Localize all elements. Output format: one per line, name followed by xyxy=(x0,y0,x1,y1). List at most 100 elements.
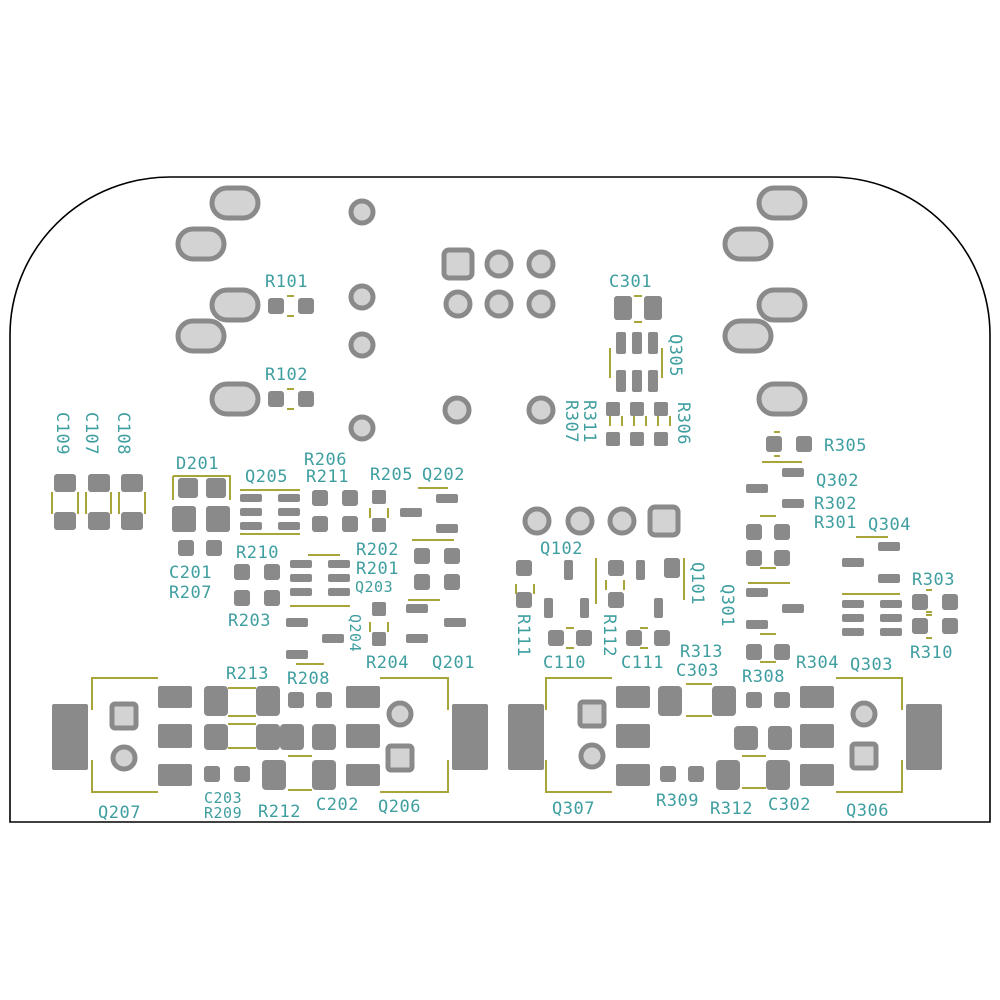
oval-pad xyxy=(175,318,227,354)
ref-R213: R213 xyxy=(226,664,269,684)
ref-Q205: Q205 xyxy=(245,467,288,487)
ref-R301: R301 xyxy=(814,513,857,533)
round-pad xyxy=(348,198,376,226)
round-pad xyxy=(348,283,376,311)
ref-R203: R203 xyxy=(228,611,271,631)
ref-C110: C110 xyxy=(543,653,586,673)
oval-pad xyxy=(722,226,774,262)
oval-pad xyxy=(756,185,808,221)
ref-C301: C301 xyxy=(609,272,652,292)
round-pad xyxy=(442,395,472,425)
ref-R201: R201 xyxy=(356,559,399,579)
ref-R307: R307 xyxy=(561,400,581,443)
ref-D201: D201 xyxy=(176,454,219,474)
round-pad xyxy=(484,289,514,319)
ref-R208: R208 xyxy=(287,669,330,689)
ref-Q306: Q306 xyxy=(846,801,889,821)
ref-C108: C108 xyxy=(113,412,133,455)
ref-R302: R302 xyxy=(814,494,857,514)
ref-R305: R305 xyxy=(824,436,867,456)
oval-pad xyxy=(722,318,774,354)
ref-R102: R102 xyxy=(265,365,308,385)
round-pad xyxy=(607,506,637,536)
ref-Q207: Q207 xyxy=(98,803,141,823)
ref-R209: R209 xyxy=(204,804,242,822)
ref-C303: C303 xyxy=(676,661,719,681)
ref-R210: R210 xyxy=(236,543,279,563)
round-pad xyxy=(348,331,376,359)
oval-pad xyxy=(756,381,808,417)
ref-Q305: Q305 xyxy=(665,334,685,377)
ref-R311: R311 xyxy=(579,400,599,443)
ref-C107: C107 xyxy=(81,412,101,455)
oval-pad xyxy=(209,381,261,417)
round-pad xyxy=(484,249,514,279)
round-pad xyxy=(526,395,556,425)
ref-R309: R309 xyxy=(656,791,699,811)
ref-Q204: Q204 xyxy=(346,614,364,652)
round-pad xyxy=(565,506,595,536)
silkscreen-layer xyxy=(51,295,932,793)
ref-R207: R207 xyxy=(169,583,212,603)
ref-R211: R211 xyxy=(306,467,349,487)
ref-C201: C201 xyxy=(169,563,212,583)
ref-C111: C111 xyxy=(621,653,664,673)
reference-labels: R101 R102 C301 Q305 R311 R307 R306 C109 … xyxy=(52,272,955,823)
oval-pad-group xyxy=(175,185,808,417)
ref-C109: C109 xyxy=(52,412,72,455)
oval-pad xyxy=(209,287,261,323)
ref-C203: C203 xyxy=(204,789,242,807)
ref-Q302: Q302 xyxy=(816,471,859,491)
ref-R313: R313 xyxy=(680,642,723,662)
square-pad xyxy=(441,247,475,281)
square-pad xyxy=(577,699,607,729)
round-pad xyxy=(386,700,414,728)
ref-R202: R202 xyxy=(356,540,399,560)
ref-R304: R304 xyxy=(796,653,839,673)
round-pad xyxy=(443,289,473,319)
oval-pad xyxy=(756,287,808,323)
ref-Q101: Q101 xyxy=(687,562,707,605)
passive-silk-marks xyxy=(228,295,932,791)
round-pad xyxy=(348,414,376,442)
round-pad xyxy=(578,742,606,770)
round-pad xyxy=(526,289,556,319)
square-pad xyxy=(385,743,415,773)
ref-Q102: Q102 xyxy=(540,539,583,559)
ref-Q304: Q304 xyxy=(868,515,911,535)
ref-C202: C202 xyxy=(316,795,359,815)
ref-Q303: Q303 xyxy=(850,655,893,675)
round-pad xyxy=(526,249,556,279)
square-pad xyxy=(109,701,139,731)
oval-pad xyxy=(209,185,261,221)
ref-R111: R111 xyxy=(513,614,533,657)
square-pad xyxy=(849,741,879,771)
round-pad xyxy=(522,506,552,536)
ref-Q202: Q202 xyxy=(422,465,465,485)
square-pad xyxy=(647,504,681,538)
ref-R212: R212 xyxy=(258,802,301,822)
round-pad xyxy=(110,744,138,772)
round-pad xyxy=(850,700,878,728)
smd-pad-group xyxy=(54,296,958,660)
oval-pad xyxy=(175,226,227,262)
board-outline xyxy=(9,176,991,823)
ref-Q206: Q206 xyxy=(378,797,421,817)
ref-R310: R310 xyxy=(910,643,953,663)
round-pad-group xyxy=(348,198,681,538)
ref-R306: R306 xyxy=(673,402,693,445)
ref-Q307: Q307 xyxy=(552,799,595,819)
ref-R205: R205 xyxy=(370,465,413,485)
ref-R206: R206 xyxy=(304,450,347,470)
ref-R112: R112 xyxy=(599,614,619,657)
ref-Q301: Q301 xyxy=(717,584,737,627)
ref-R101: R101 xyxy=(265,272,308,292)
power-footprint-left xyxy=(52,686,488,790)
ref-R308: R308 xyxy=(742,667,785,687)
ref-Q201: Q201 xyxy=(432,653,475,673)
ref-R303: R303 xyxy=(912,570,955,590)
ref-C302: C302 xyxy=(768,795,811,815)
ref-Q203: Q203 xyxy=(355,578,393,596)
ref-R312: R312 xyxy=(710,799,753,819)
